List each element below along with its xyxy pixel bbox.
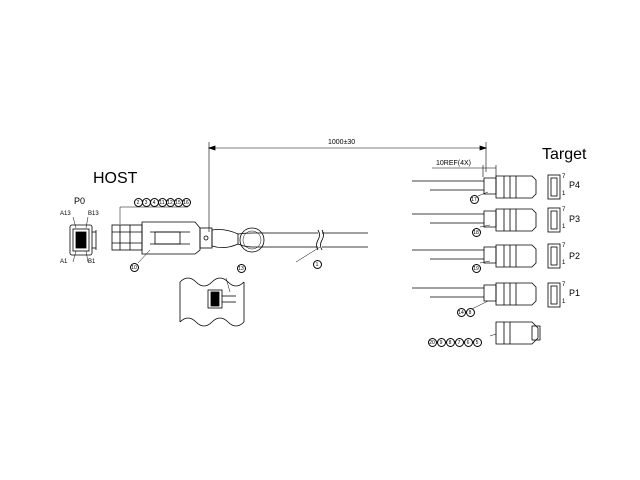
overall-length-label: 1000±30 (328, 139, 356, 146)
p3-pin-top: 7 (562, 207, 566, 213)
port-label-p2: P2 (569, 251, 581, 261)
ref-dimension (432, 165, 497, 177)
target-branches (412, 175, 541, 345)
balloon-target-9: 9 (436, 337, 446, 347)
target-end-views (547, 174, 561, 308)
balloon-p2-connector: 19 (471, 263, 481, 273)
host-cable (237, 229, 368, 263)
p2-pin-bottom: 1 (562, 260, 566, 266)
balloon-p1-connector: 14 (456, 307, 466, 317)
target-label: Target (542, 146, 587, 163)
balloon-host-16: 16 (181, 197, 191, 207)
ref-length-label: 10REF(4X) (436, 160, 472, 167)
p4-pin-bottom: 1 (562, 191, 566, 197)
balloon-p4-connector: 17 (469, 194, 479, 204)
balloon-latch: 13 (236, 263, 246, 273)
ferrite-core (239, 227, 265, 253)
p0-label: P0 (74, 196, 86, 206)
p4-pin-top: 7 (562, 174, 566, 180)
p0-end-view (69, 216, 97, 263)
pin-a1-label: A1 (60, 259, 68, 265)
p2-pin-top: 7 (562, 243, 566, 249)
host-label: HOST (93, 170, 138, 187)
balloon-cable: 1 (312, 259, 322, 269)
pin-b13-label: B13 (88, 211, 99, 217)
p3-pin-bottom: 1 (562, 224, 566, 230)
balloon-target-8: 8 (445, 337, 455, 347)
port-label-p1: P1 (569, 288, 581, 298)
balloon-p1-connector-b: 8 (465, 307, 475, 317)
port-label-p4: P4 (569, 180, 581, 190)
port-label-p3: P3 (569, 214, 581, 224)
balloon-p3-connector: 18 (471, 227, 481, 237)
balloon-target-7: 7 (454, 337, 464, 347)
pin-a13-label: A13 (60, 211, 71, 217)
latch-detail (179, 277, 245, 327)
balloon-target-20: 20 (427, 337, 437, 347)
overall-dimension (207, 142, 488, 232)
balloon-target-6: 6 (463, 337, 473, 347)
p1-pin-top: 7 (562, 282, 566, 288)
pin-b1-label: B1 (88, 259, 96, 265)
balloon-target-5: 5 (472, 337, 482, 347)
balloon-host-housing: 10 (129, 262, 139, 272)
p1-pin-bottom: 1 (562, 299, 566, 305)
host-connector (111, 221, 239, 255)
